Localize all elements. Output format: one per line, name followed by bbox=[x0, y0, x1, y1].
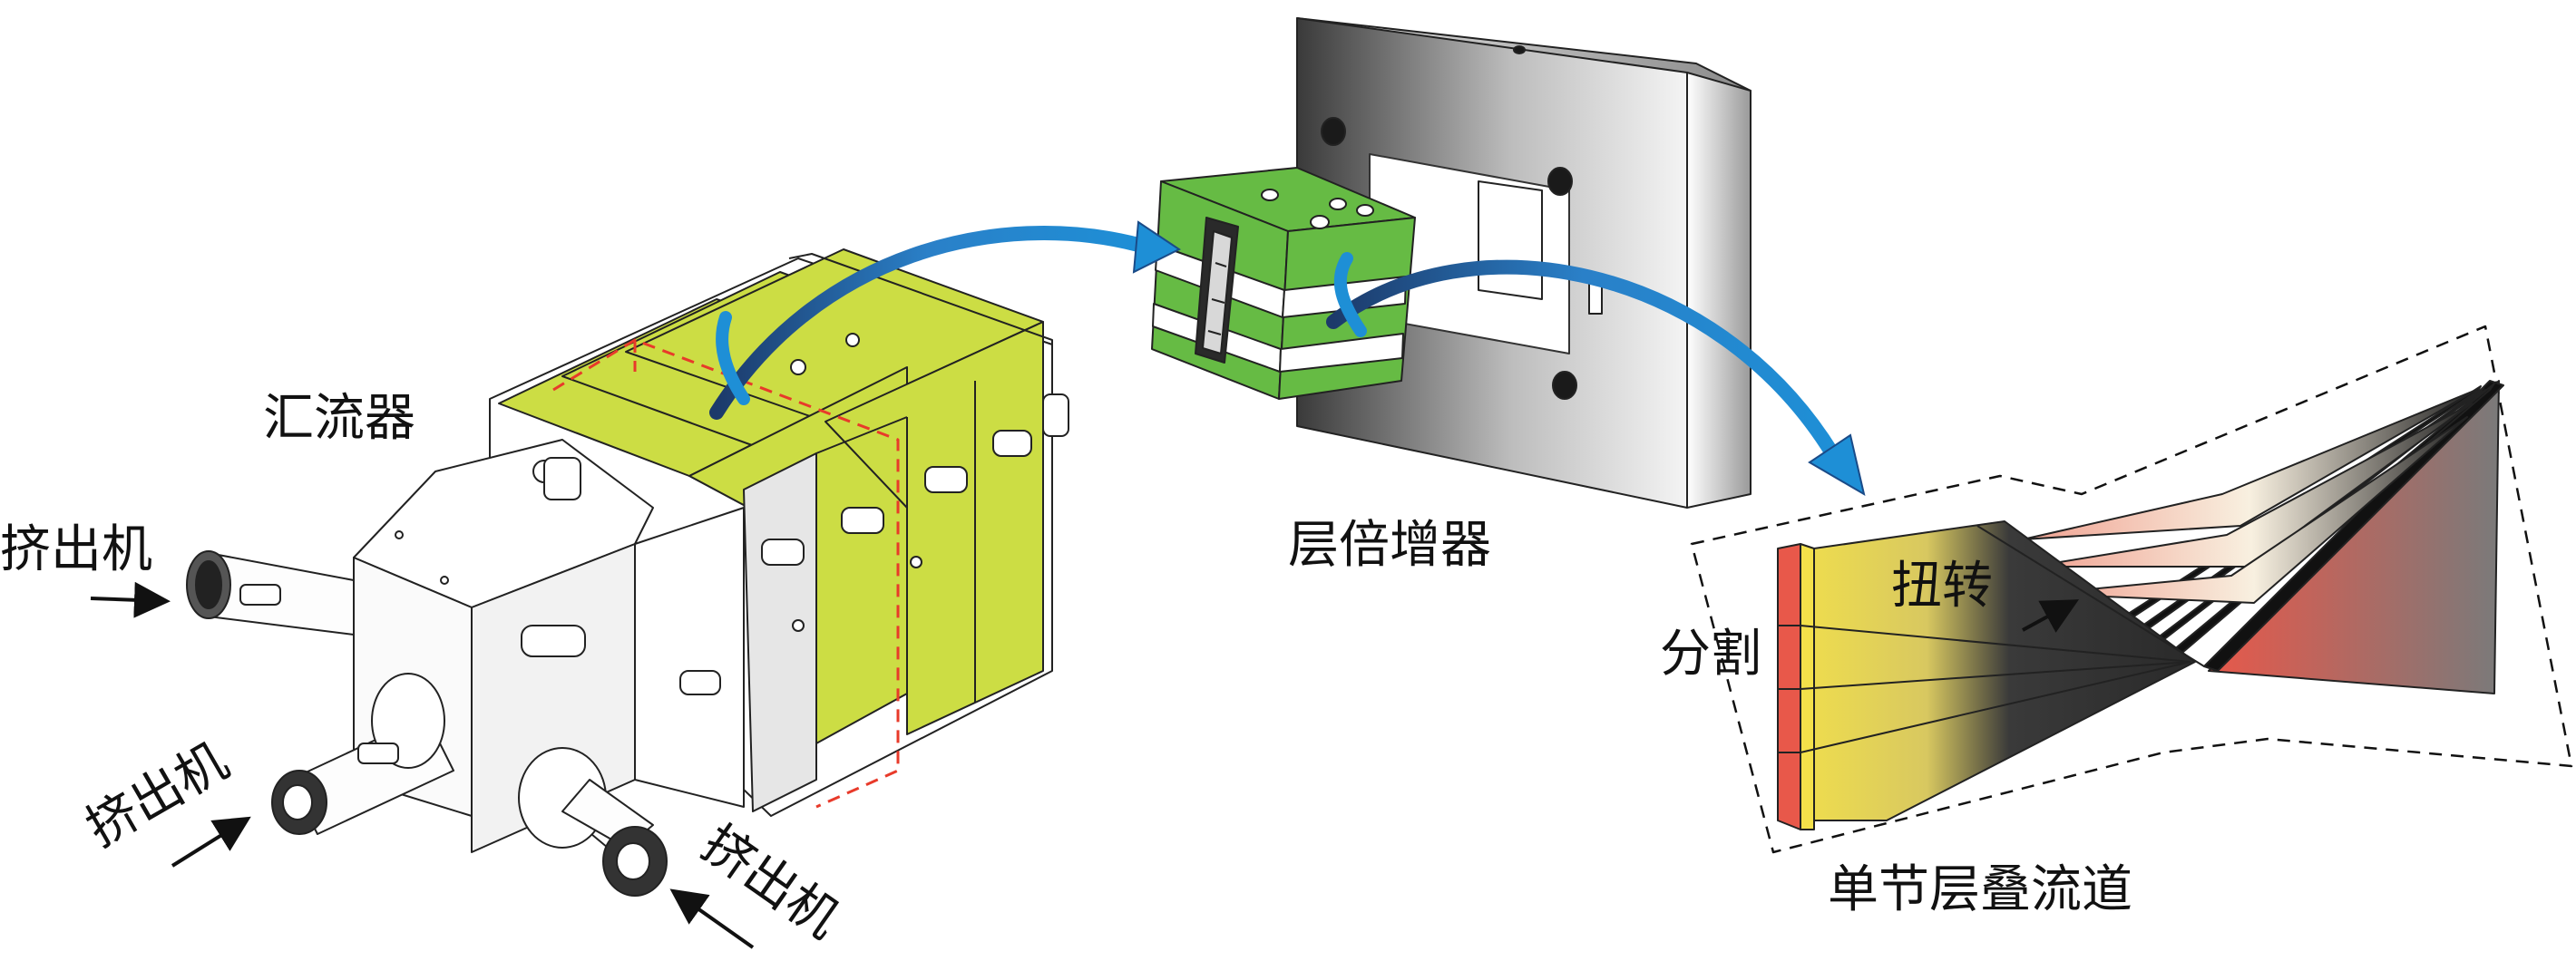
multiplier-label: 层倍增器 bbox=[1288, 516, 1491, 575]
extruder-label-bottom: 挤出机 bbox=[691, 814, 850, 950]
arrow-icon bbox=[669, 888, 755, 949]
inlet-pipe-top bbox=[186, 550, 355, 636]
curved-arrow-icon-2 bbox=[1326, 259, 1839, 461]
curved-arrow-icon-head-2 bbox=[1808, 433, 1866, 497]
flow-arrows bbox=[709, 220, 1866, 497]
arrow-icon bbox=[2022, 599, 2080, 633]
extruder-label-top: 挤出机 bbox=[0, 520, 152, 579]
curved-arrow-icon bbox=[709, 226, 1146, 420]
split-label: 分割 bbox=[1660, 625, 1761, 684]
curved-arrow-icon-head-1 bbox=[1132, 220, 1181, 274]
input-arrows bbox=[90, 581, 2080, 949]
channel-label: 单节层叠流道 bbox=[1828, 860, 2132, 919]
layering-channel bbox=[1690, 325, 2573, 854]
multiplier-element bbox=[1151, 167, 1416, 400]
inlet-pipe-middle bbox=[271, 673, 454, 835]
labels: 汇流器 挤出机 挤出机 挤出机 层倍增器 扭转 分割 单节层叠流道 bbox=[0, 389, 2132, 950]
feedblock-assembly bbox=[186, 248, 1069, 897]
twist-label: 扭转 bbox=[1891, 557, 1993, 616]
channel-boundary bbox=[1690, 325, 2573, 854]
arrow-icon bbox=[171, 816, 251, 868]
inlet-pipe-bottom bbox=[518, 747, 668, 897]
layer-multiplier bbox=[1151, 17, 1751, 509]
combiner-label: 汇流器 bbox=[263, 389, 415, 448]
arrow-icon bbox=[90, 581, 171, 618]
